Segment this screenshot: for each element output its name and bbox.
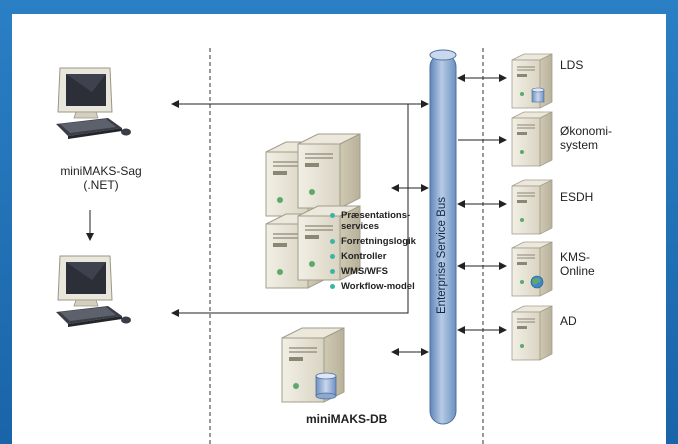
client-pc-icon-2 (55, 255, 132, 328)
bullet-icon (330, 283, 335, 289)
bullet-icon (330, 268, 335, 274)
service-label-ad: AD (560, 314, 577, 328)
service-label-esdh: ESDH (560, 190, 594, 204)
service-label-lds: LDS (560, 58, 584, 72)
diagram-graphics (55, 48, 553, 444)
bus-label: Enterprise Service Bus (436, 197, 448, 314)
globe-icon (530, 275, 544, 289)
enterprise-service-bus (429, 49, 457, 425)
list-item: Kontroller (330, 251, 416, 262)
app-services-list: Præsentations- services Forretningslogik… (330, 210, 416, 292)
client-label: miniMAKS-Sag (.NET) (56, 164, 146, 192)
db-label: miniMAKS-DB (306, 412, 388, 426)
service-server-icon-ad (511, 305, 553, 361)
db-server-icon (281, 327, 345, 403)
list-item: WMS/WFS (330, 266, 416, 277)
list-item-continuation: services (341, 221, 380, 232)
client-label-line1: miniMAKS-Sag (60, 164, 142, 178)
bullet-icon (330, 212, 335, 218)
service-label-kms: KMS- Online (560, 250, 595, 278)
list-item: Forretningslogik (330, 236, 416, 247)
bullet-icon (330, 238, 335, 244)
service-label-okonomi: Økonomi- system (560, 124, 613, 152)
service-server-icon-okonomi (511, 111, 553, 167)
list-item: Præsentations- (330, 210, 416, 221)
service-server-icon-kms (511, 241, 553, 297)
lds-db-icon (531, 87, 545, 103)
bullet-icon (330, 253, 335, 259)
diagram-canvas: miniMAKS-Sag (.NET) Præsentations- servi… (12, 14, 666, 444)
client-pc-icon (55, 67, 132, 140)
service-server-icon-esdh (511, 179, 553, 235)
bus-client2-connector (171, 104, 409, 317)
client-label-line2: (.NET) (83, 178, 119, 192)
list-item: Workflow-model (330, 281, 416, 292)
